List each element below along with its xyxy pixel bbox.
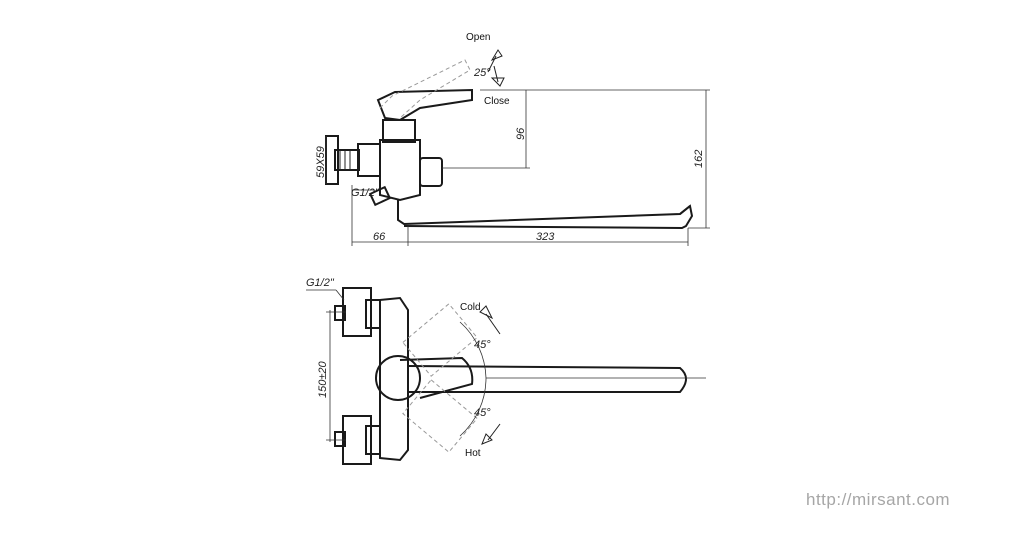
top-lever-cold-ghost [402, 303, 478, 377]
top-lever-handle [399, 356, 474, 399]
label-cold: Cold [460, 302, 481, 313]
top-lever-base [375, 355, 421, 401]
side-view: Open Close 25° 59X59 66 323 96 162 G1/2" [315, 32, 710, 246]
side-body [379, 139, 421, 202]
top-view: 45° 45° Cold Hot 150±20 G1/2" [306, 277, 706, 465]
top-lever-hot-ghost [402, 379, 478, 453]
top-thread-lower [334, 431, 346, 447]
label-angle-hot: 45° [474, 407, 491, 419]
side-diverter [419, 157, 443, 187]
label-lever-angle: 25° [473, 67, 491, 79]
website-watermark: http://mirsant.com [806, 490, 951, 509]
close-arrow-icon [490, 77, 505, 87]
side-spout [397, 200, 694, 230]
cold-arrow-icon [479, 305, 494, 320]
side-lever [376, 88, 473, 122]
label-hot: Hot [465, 448, 481, 459]
side-shower-outlet [368, 185, 392, 207]
label-dim-66: 66 [373, 231, 386, 243]
top-spout [407, 365, 687, 393]
label-thread-top: G1/2" [306, 277, 335, 289]
open-arrow-icon [490, 49, 503, 62]
label-eccentric-size: 59X59 [315, 146, 327, 178]
arc-cold [459, 321, 487, 379]
label-dim-323: 323 [536, 231, 555, 243]
top-body [379, 296, 409, 462]
label-dim-162: 162 [693, 150, 705, 168]
side-cartridge [382, 119, 416, 143]
label-thread-side: G1/2" [351, 187, 380, 199]
side-nut [357, 143, 381, 177]
label-angle-cold: 45° [474, 339, 491, 351]
hot-arrow-icon [481, 433, 493, 445]
label-open: Open [466, 32, 490, 43]
label-dim-96: 96 [515, 127, 527, 140]
top-nut-lower [365, 425, 381, 455]
label-close: Close [484, 96, 510, 107]
side-lever-open-ghost [379, 59, 471, 119]
arc-hot [459, 377, 487, 437]
label-dim-150: 150±20 [317, 360, 329, 398]
side-wall-flange [325, 135, 339, 185]
top-nut-upper [365, 299, 381, 329]
top-thread-upper [334, 305, 346, 321]
